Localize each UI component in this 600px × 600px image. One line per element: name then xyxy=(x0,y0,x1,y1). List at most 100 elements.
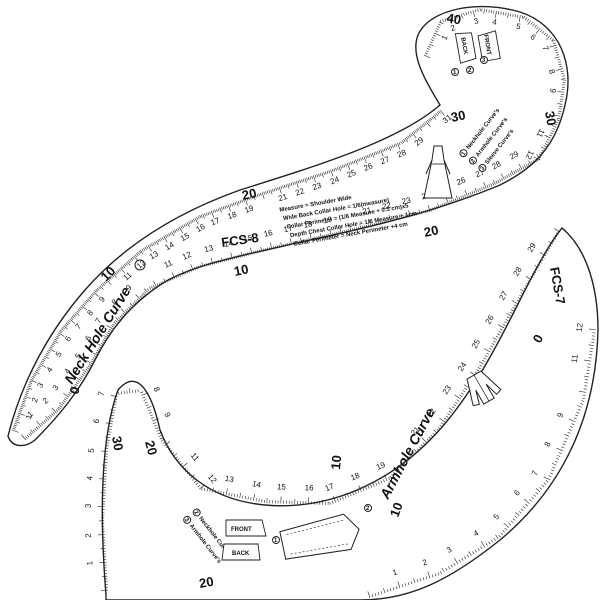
scale-tick xyxy=(404,137,409,143)
scale-tick xyxy=(217,208,220,212)
scale-tick xyxy=(420,444,424,448)
scale-tick xyxy=(474,549,477,553)
scale-tick xyxy=(246,197,249,201)
scale-tick xyxy=(202,213,205,219)
scale-tick xyxy=(490,183,493,187)
scale-tick xyxy=(91,358,95,361)
scale-tick xyxy=(452,198,455,202)
scale-tick xyxy=(34,372,37,375)
scale-tick xyxy=(140,249,144,255)
scale-tick xyxy=(27,387,33,390)
scale-label: 4 xyxy=(62,366,72,375)
scale-tick xyxy=(18,411,22,413)
scale-tick xyxy=(472,551,475,555)
scale-tick xyxy=(493,10,495,14)
fcs8-num-30b: 30 xyxy=(542,110,559,127)
scale-tick xyxy=(432,115,437,120)
scale-tick xyxy=(119,267,125,274)
scale-tick xyxy=(401,584,404,588)
scale-tick xyxy=(450,564,453,568)
scale-tick xyxy=(121,308,127,315)
scale-tick xyxy=(64,398,67,401)
scale-tick xyxy=(189,220,192,224)
scale-tick xyxy=(163,278,166,284)
scale-tick xyxy=(512,306,516,309)
scale-tick xyxy=(59,329,63,333)
scale-tick xyxy=(383,588,386,594)
scale-tick xyxy=(282,185,284,189)
scale-tick xyxy=(23,397,27,400)
scale-tick xyxy=(77,309,81,312)
scale-tick xyxy=(554,123,558,126)
scale-tick xyxy=(523,15,526,19)
scale-tick xyxy=(439,204,442,208)
scale-tick xyxy=(160,439,164,442)
scale-tick xyxy=(58,406,61,410)
scale-tick xyxy=(413,448,418,453)
scale-tick xyxy=(419,578,422,582)
scale-tick xyxy=(447,413,451,416)
scale-tick xyxy=(563,440,567,443)
fcs8-num-10b: 10 xyxy=(233,261,250,279)
scale-tick xyxy=(294,241,296,245)
scale-tick xyxy=(553,114,561,117)
scale-tick xyxy=(149,244,152,248)
scale-tick xyxy=(260,192,262,196)
scale-label: 3 xyxy=(35,380,45,389)
scale-tick xyxy=(512,13,514,17)
scale-tick xyxy=(185,223,188,227)
scale-tick xyxy=(51,343,55,346)
scale-tick xyxy=(460,195,463,199)
scale-label: 7 xyxy=(93,316,103,325)
scale-tick xyxy=(505,12,507,16)
scale-tick xyxy=(526,282,530,285)
scale-tick xyxy=(524,285,528,288)
scale-tick xyxy=(498,534,501,538)
scale-tick xyxy=(264,248,267,252)
scale-tick xyxy=(49,414,53,418)
scale-tick xyxy=(531,496,534,500)
scale-tick xyxy=(64,324,68,327)
scale-tick xyxy=(482,186,485,190)
scale-tick xyxy=(113,273,117,278)
scale-tick xyxy=(346,229,348,233)
scale-tick xyxy=(192,218,196,222)
scale-tick xyxy=(543,32,547,36)
scale-tick xyxy=(497,324,505,329)
scale-tick xyxy=(51,413,54,417)
scale-tick xyxy=(171,452,175,455)
scale-tick xyxy=(451,16,454,20)
scale-tick xyxy=(546,35,550,40)
scale-tick xyxy=(115,271,119,274)
scale-tick xyxy=(500,177,503,181)
scale-tick xyxy=(181,462,188,468)
scale-tick xyxy=(480,546,483,550)
scale-tick xyxy=(398,214,401,220)
scale-tick xyxy=(68,391,72,395)
scale-tick xyxy=(115,317,120,322)
scale-tick xyxy=(299,179,301,183)
scale-tick xyxy=(448,410,452,414)
scale-tick xyxy=(288,242,291,246)
scale-tick xyxy=(481,187,483,191)
scale-tick xyxy=(32,429,36,433)
scale-tick xyxy=(513,171,516,174)
scale-tick xyxy=(551,130,555,133)
scale-tick xyxy=(329,229,332,237)
scale-tick xyxy=(157,431,163,435)
scale-tick xyxy=(49,346,53,349)
scale-tick xyxy=(209,488,211,493)
scale-tick xyxy=(204,487,206,491)
scale-tick xyxy=(90,360,94,363)
scale-tick xyxy=(453,562,456,566)
scale-tick xyxy=(141,392,149,396)
scale-tick xyxy=(227,257,229,261)
scale-tick xyxy=(461,392,464,395)
scale-tick xyxy=(175,228,178,232)
scale-tick xyxy=(156,429,160,432)
scale-tick xyxy=(176,458,180,462)
scale-tick xyxy=(498,331,502,334)
scale-tick xyxy=(438,21,444,25)
scale-tick xyxy=(82,372,86,375)
